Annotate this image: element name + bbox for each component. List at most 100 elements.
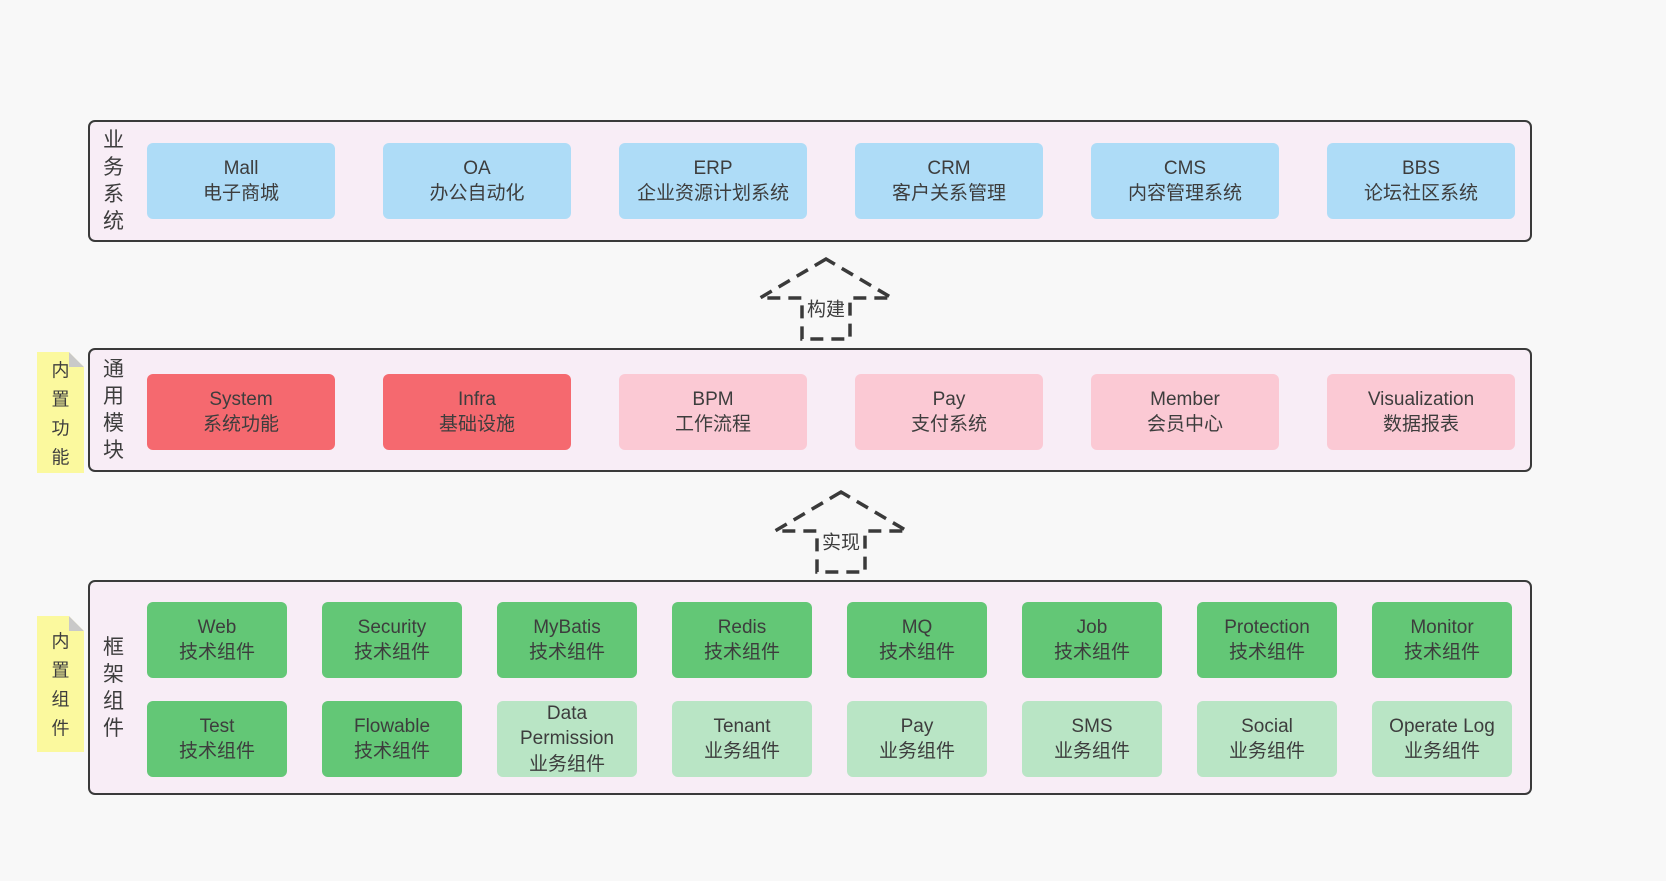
section-label-char: 组 bbox=[103, 689, 124, 713]
sticky-label-char: 内 bbox=[51, 360, 70, 380]
box-subtitle: 业务组件 bbox=[1053, 741, 1130, 762]
box-title: Infra bbox=[457, 388, 497, 410]
box-subtitle: 技术组件 bbox=[353, 642, 430, 663]
box-tenant: Tenant 业务组件 bbox=[672, 701, 812, 777]
box-title: Member bbox=[1150, 388, 1220, 410]
box-title: CMS bbox=[1163, 157, 1207, 179]
box-oa: OA 办公自动化 bbox=[383, 143, 571, 219]
box-subtitle: 基础设施 bbox=[438, 414, 515, 435]
section-label-char: 系 bbox=[103, 183, 124, 206]
box-subtitle: 技术组件 bbox=[528, 642, 605, 663]
box-title: Pay bbox=[900, 715, 934, 737]
box-title: BBS bbox=[1401, 157, 1441, 179]
sticky-label-char: 件 bbox=[51, 718, 70, 739]
box-pay: Pay 支付系统 bbox=[855, 374, 1043, 450]
section-label: 业务系统 bbox=[103, 129, 124, 233]
box-title: Tenant bbox=[713, 715, 771, 737]
box-subtitle: 电子商城 bbox=[202, 183, 279, 204]
box-row: System 系统功能 Infra 基础设施 BPM 工作流程 Pay 支付系统 Member 会… bbox=[147, 374, 1515, 450]
sticky-label-char: 内 bbox=[51, 631, 70, 652]
section-label: 框架组件 bbox=[103, 635, 124, 739]
box-member: Member 会员中心 bbox=[1091, 374, 1279, 450]
box-pay: Pay 业务组件 bbox=[847, 701, 987, 777]
sticky-note-builtin-functions: 内置功能 bbox=[37, 352, 84, 473]
box-test: Test 技术组件 bbox=[147, 701, 287, 777]
section-label: 通用模块 bbox=[103, 358, 124, 462]
up-arrow-icon bbox=[755, 256, 897, 341]
box-title: Operate Log bbox=[1389, 715, 1495, 737]
sticky-label-char: 功 bbox=[51, 418, 70, 438]
box-subtitle: 内容管理系统 bbox=[1127, 183, 1242, 204]
sticky-label-char: 置 bbox=[51, 660, 70, 681]
box-subtitle: 业务组件 bbox=[528, 753, 605, 775]
box-subtitle: 工作流程 bbox=[674, 414, 751, 435]
box-subtitle: 技术组件 bbox=[1403, 642, 1480, 663]
box-data-permission: Data Permission 业务组件 bbox=[497, 701, 637, 777]
section-label-char: 统 bbox=[103, 210, 124, 234]
box-operate-log: Operate Log 业务组件 bbox=[1372, 701, 1512, 777]
box-title: Test bbox=[199, 715, 235, 737]
box-subtitle: 业务组件 bbox=[878, 741, 955, 762]
box-title: Protection bbox=[1224, 616, 1310, 638]
arrow-build: 构建 bbox=[755, 256, 897, 342]
section-label-char: 通 bbox=[103, 357, 124, 381]
box-job: Job 技术组件 bbox=[1022, 602, 1162, 678]
box-protection: Protection 技术组件 bbox=[1197, 602, 1337, 678]
section-label-char: 模 bbox=[103, 412, 124, 435]
box-title: Visualization bbox=[1367, 388, 1475, 410]
box-title: Pay bbox=[932, 388, 966, 410]
box-subtitle: 论坛社区系统 bbox=[1363, 183, 1478, 204]
box-infra: Infra 基础设施 bbox=[383, 374, 571, 450]
box-subtitle: 客户关系管理 bbox=[891, 183, 1006, 204]
box-subtitle: 技术组件 bbox=[178, 741, 255, 762]
box-title: SMS bbox=[1071, 715, 1113, 737]
box-subtitle: 技术组件 bbox=[178, 642, 255, 663]
box-security: Security 技术组件 bbox=[322, 602, 462, 678]
section-label-char: 用 bbox=[103, 384, 124, 408]
box-title: ERP bbox=[693, 157, 733, 179]
box-subtitle: 技术组件 bbox=[703, 642, 780, 663]
box-subtitle: 支付系统 bbox=[910, 414, 987, 435]
box-title: Data Permission bbox=[520, 703, 614, 750]
box-title: Flowable bbox=[353, 715, 431, 737]
box-subtitle: 企业资源计划系统 bbox=[636, 183, 789, 204]
box-title: Job bbox=[1076, 616, 1108, 638]
box-subtitle: 办公自动化 bbox=[429, 183, 525, 204]
box-subtitle: 业务组件 bbox=[1403, 741, 1480, 762]
box-subtitle: 系统功能 bbox=[202, 414, 279, 435]
box-sms: SMS 业务组件 bbox=[1022, 701, 1162, 777]
sticky-note-builtin-components: 内置组件 bbox=[37, 616, 84, 752]
box-subtitle: 技术组件 bbox=[878, 642, 955, 663]
box-title: CRM bbox=[927, 157, 971, 179]
section-label-char: 件 bbox=[103, 716, 124, 740]
section-label-char: 业 bbox=[103, 128, 124, 152]
box-title: Security bbox=[357, 616, 427, 638]
sticky-label: 内置功能 bbox=[37, 356, 84, 469]
box-title: Social bbox=[1241, 715, 1293, 737]
box-subtitle: 业务组件 bbox=[1228, 741, 1305, 762]
box-subtitle: 业务组件 bbox=[703, 741, 780, 762]
box-title: System bbox=[209, 388, 273, 410]
arrow-implement: 实现 bbox=[770, 489, 912, 575]
arrow-label: 构建 bbox=[803, 294, 849, 322]
box-subtitle: 会员中心 bbox=[1146, 414, 1223, 435]
box-title: MQ bbox=[901, 616, 933, 638]
box-subtitle: 技术组件 bbox=[1053, 642, 1130, 663]
box-title: BPM bbox=[692, 388, 734, 410]
box-social: Social 业务组件 bbox=[1197, 701, 1337, 777]
box-subtitle: 技术组件 bbox=[1228, 642, 1305, 663]
sticky-label: 内置组件 bbox=[37, 628, 84, 741]
box-title: OA bbox=[463, 157, 491, 179]
section-common-modules: 通用模块 System 系统功能 Infra 基础设施 BPM 工作流程 Pay 支付系统 Me… bbox=[88, 348, 1532, 472]
